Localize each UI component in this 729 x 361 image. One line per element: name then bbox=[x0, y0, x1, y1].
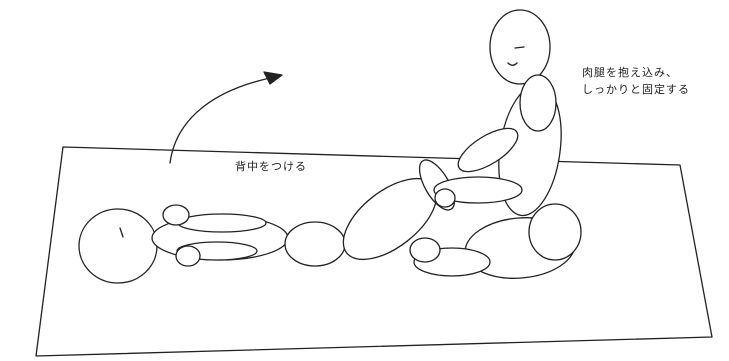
instruction-back-down-label: 背中をつける bbox=[235, 160, 307, 174]
lying-person-head bbox=[79, 209, 157, 283]
lying-person-hand bbox=[176, 246, 200, 266]
kneeling-person-foot bbox=[410, 238, 440, 262]
kneeling-person-knee bbox=[529, 204, 581, 260]
rotation-arrow bbox=[170, 76, 280, 163]
kneeling-person-hand bbox=[435, 189, 455, 207]
kneeling-person-shoulder bbox=[520, 75, 556, 131]
lying-person-hip bbox=[285, 222, 345, 266]
rotation-arrowhead bbox=[264, 72, 282, 84]
lying-person-arm bbox=[178, 214, 266, 232]
kneeling-person-figure bbox=[410, 10, 581, 283]
instruction-hold-legs-label: 肉腿を抱え込み、 しっかりと固定する bbox=[582, 64, 727, 98]
lying-person-hand bbox=[163, 205, 189, 225]
